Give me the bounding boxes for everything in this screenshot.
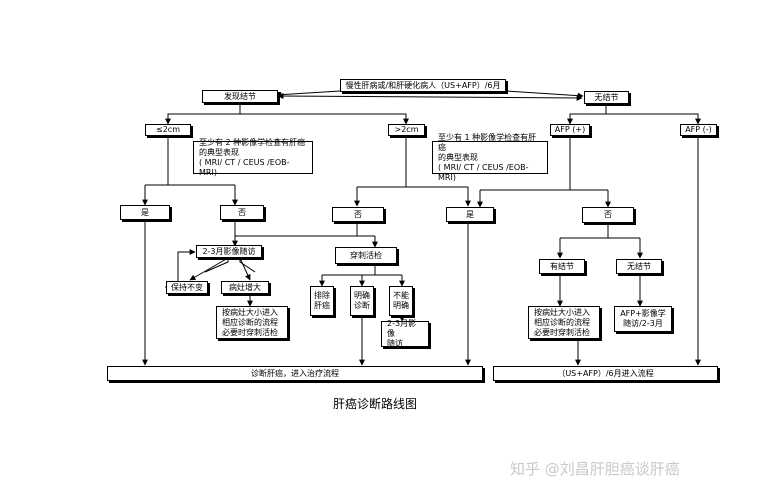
node-lesion-grow: 病灶增大 bbox=[221, 281, 269, 294]
connector bbox=[165, 102, 241, 125]
watermark: 知乎 @刘昌肝胆癌谈肝癌 bbox=[510, 460, 680, 478]
node-no-3: 否 bbox=[582, 207, 634, 223]
node-biopsy: 穿刺活检 bbox=[335, 247, 397, 264]
connector bbox=[240, 113, 409, 125]
connector bbox=[606, 113, 701, 125]
node-le2cm: ≤2cm bbox=[145, 124, 191, 136]
note-gt2cm-imaging: 至少有 1 种影像学检查有肝癌 的典型表现 ( MRI/ CT / CEUS /… bbox=[432, 133, 548, 182]
node-followup-2-3m: 2-3月影像随访 bbox=[196, 245, 262, 258]
node-by-size-right: 按病灶大小进入 相应诊断的流程 必要时穿刺活检 bbox=[528, 306, 600, 339]
node-no-1: 否 bbox=[220, 205, 264, 220]
node-exclude-hcc: 排除 肝癌 bbox=[310, 286, 334, 316]
node-has-nodule: 有结节 bbox=[539, 259, 585, 274]
node-keep-same: 保持不变 bbox=[166, 281, 208, 294]
connector bbox=[505, 90, 584, 99]
node-top: 慢性肝病或/和肝硬化病人（US+AFP）/6月 bbox=[340, 79, 506, 92]
node-confirm-diagnosis: 明确 诊断 bbox=[350, 286, 374, 316]
node-no-2: 否 bbox=[332, 207, 384, 222]
node-afp-negative: AFP (-) bbox=[680, 124, 717, 136]
note-le2cm-imaging: 至少有 2 种影像学检查有肝癌 的典型表现 ( MRI/ CT / CEUS /… bbox=[193, 138, 313, 177]
connector bbox=[275, 90, 341, 98]
node-yes-2: 是 bbox=[446, 207, 494, 222]
node-by-size-left: 按病灶大小进入 相应诊断的流程 必要时穿刺活检 bbox=[216, 306, 288, 339]
node-gt2cm: >2cm bbox=[388, 124, 425, 136]
bar-diagnose-hcc: 诊断肝癌，进入治疗流程 bbox=[107, 366, 483, 381]
node-no-nodule: 无结节 bbox=[584, 91, 629, 104]
node-afp-positive: AFP (+) bbox=[550, 124, 590, 136]
node-yes-1: 是 bbox=[120, 205, 170, 220]
connector bbox=[239, 257, 251, 281]
diagram-caption: 肝癌诊断路线图 bbox=[332, 397, 417, 411]
bar-us-afp-6m: （US+AFP）/6月进入流程 bbox=[493, 366, 718, 381]
connector bbox=[239, 257, 256, 273]
connector bbox=[189, 257, 229, 281]
node-found-nodule: 发现结节 bbox=[202, 90, 278, 103]
connector bbox=[277, 93, 583, 101]
connector bbox=[204, 258, 229, 273]
node-afp-imaging-followup: AFP+影像学 随访/2-3月 bbox=[614, 306, 672, 332]
node-unclear: 不能 明确 bbox=[389, 286, 413, 316]
node-no-nodule-2: 无结节 bbox=[616, 259, 662, 274]
node-followup-2-3m-biopsy: 2-3月影像 随访 bbox=[381, 319, 429, 348]
connector bbox=[567, 103, 607, 125]
